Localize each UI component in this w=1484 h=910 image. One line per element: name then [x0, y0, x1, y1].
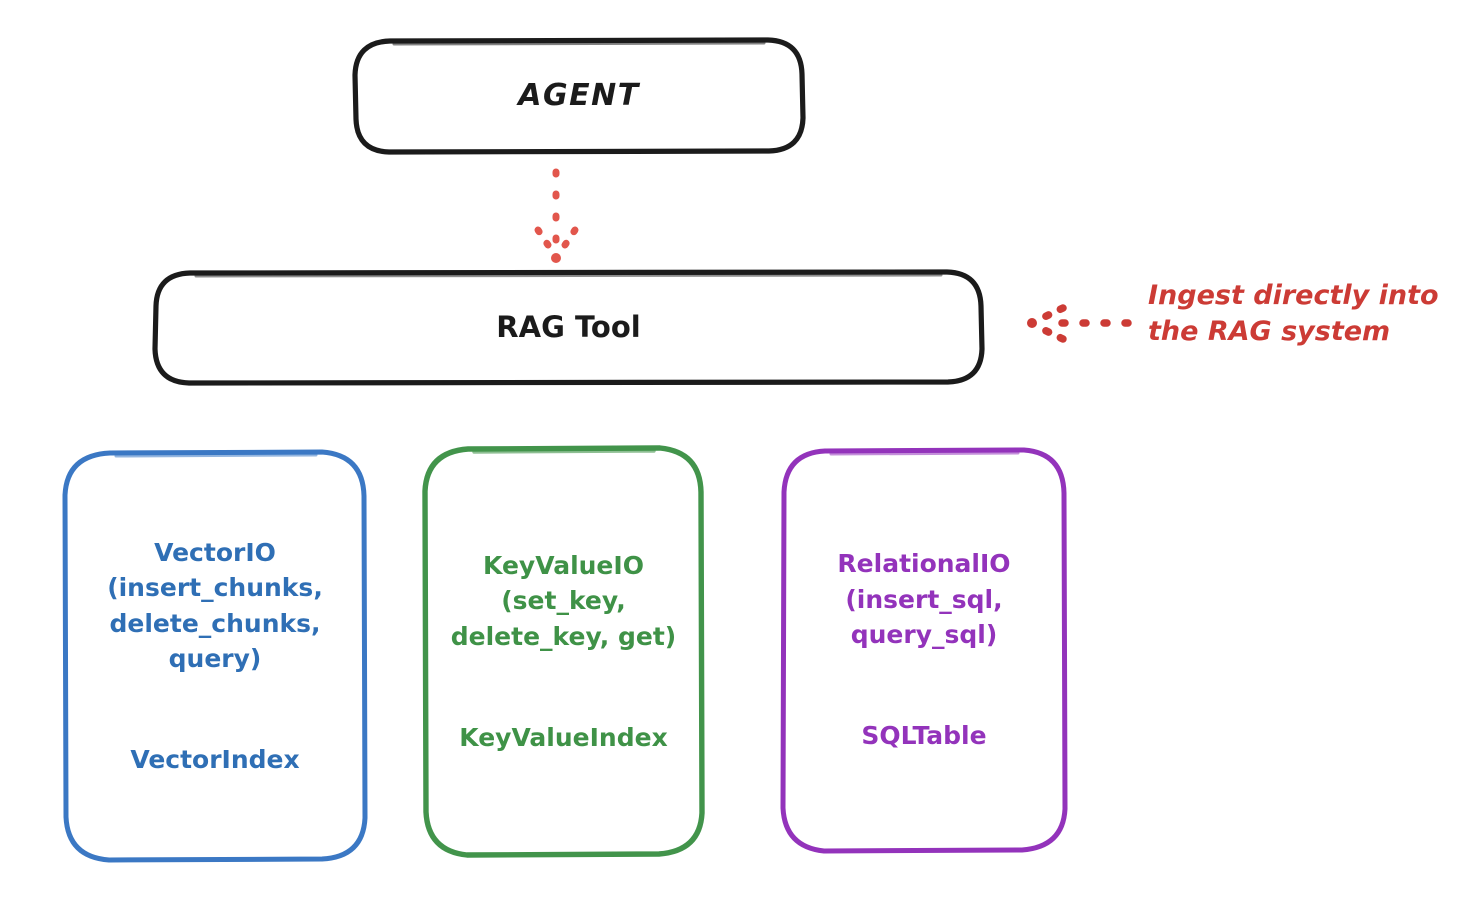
agent-label: AGENT	[518, 78, 640, 114]
key-value-io-box[interactable]: KeyValueIO (set_key, delete_key, get) Ke…	[425, 448, 702, 855]
rag-tool-label: RAG Tool	[496, 309, 641, 344]
ingest-note-arrow	[1027, 304, 1132, 343]
relational-io-box[interactable]: RelationalIO (insert_sql, query_sql) SQL…	[783, 450, 1065, 850]
agent-to-rag-tool-arrow	[534, 168, 579, 263]
agent-box[interactable]: AGENT	[355, 40, 803, 152]
ingest-note-text: Ingest directly into the RAG system	[1148, 280, 1439, 347]
relational-io-index-label: SQLTable	[861, 721, 987, 751]
key-value-io-content: KeyValueIO (set_key, delete_key, get) Ke…	[443, 512, 684, 791]
rag-tool-box[interactable]: RAG Tool	[155, 272, 982, 382]
vector-io-api-label: VectorIO (insert_chunks, delete_chunks, …	[107, 537, 323, 674]
vector-io-box[interactable]: VectorIO (insert_chunks, delete_chunks, …	[65, 452, 365, 860]
relational-io-content: RelationalIO (insert_sql, query_sql) SQL…	[829, 511, 1018, 790]
vector-io-index-label: VectorIndex	[130, 745, 300, 774]
key-value-io-index-label: KeyValueIndex	[459, 722, 668, 752]
ingest-note: Ingest directly into the RAG system	[1148, 278, 1478, 349]
key-value-io-api-label: KeyValueIO (set_key, delete_key, get)	[450, 550, 677, 651]
relational-io-api-label: RelationalIO (insert_sql, query_sql)	[837, 549, 1011, 650]
vector-io-content: VectorIO (insert_chunks, delete_chunks, …	[99, 499, 331, 813]
